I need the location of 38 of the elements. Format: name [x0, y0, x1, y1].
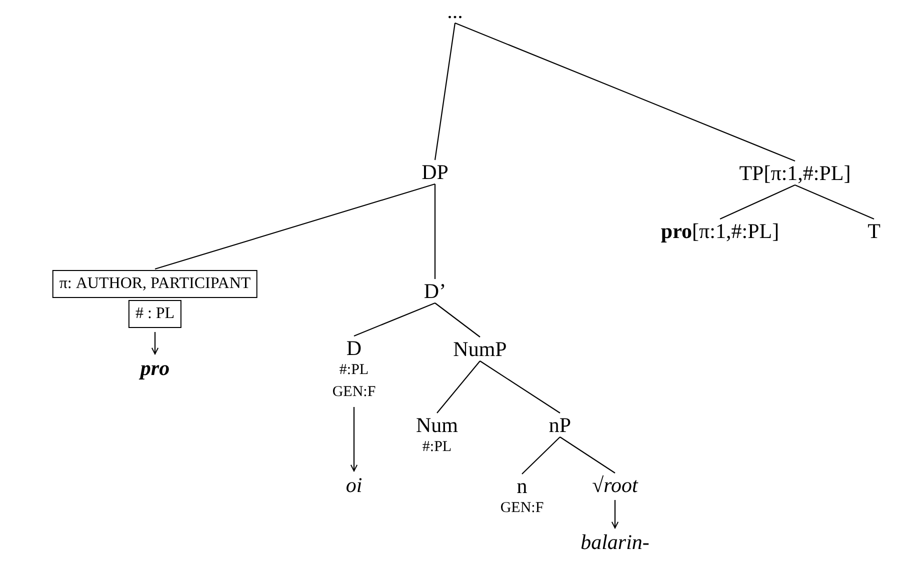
- feature-label: # : PL: [135, 304, 175, 324]
- tree-branch: [794, 184, 874, 220]
- feature-box: [52, 270, 258, 298]
- feature-label: #:PL: [421, 438, 453, 457]
- arrow: [350, 407, 358, 472]
- tree-branch: [720, 184, 796, 220]
- node-label: Num: [416, 414, 458, 436]
- arrow: [611, 500, 619, 528]
- node-label: NumP: [453, 338, 507, 360]
- feature-label: π: AUTHOR, PARTICIPANT: [59, 274, 251, 294]
- node-label: oi: [346, 474, 362, 496]
- node-label: √root: [592, 474, 638, 496]
- tree-branch: [354, 302, 436, 336]
- node-label: DP: [422, 161, 448, 183]
- feature-label: GEN:F: [500, 499, 544, 518]
- node-label: T: [868, 220, 880, 242]
- node-label: TP[π:1,#:PL]: [739, 162, 851, 184]
- tree-branch: [434, 22, 456, 160]
- node-label: D: [345, 337, 363, 359]
- tree-branch: [434, 184, 436, 279]
- node-label: n: [516, 475, 528, 497]
- node-label: balarin-: [580, 531, 650, 553]
- tree-branch: [154, 183, 436, 270]
- tree-branch: [454, 22, 796, 162]
- feature-box: [128, 300, 182, 328]
- tree-branch: [522, 436, 560, 474]
- node-label: D’: [424, 280, 446, 302]
- tree-branch: [560, 436, 616, 474]
- tree-branch: [436, 360, 480, 414]
- tree-branch: [434, 302, 480, 338]
- feature-label: GEN:F: [332, 383, 376, 402]
- arrow: [151, 332, 159, 354]
- node-label: nP: [548, 414, 572, 436]
- feature-label: #:PL: [338, 361, 370, 380]
- node-label: pro[π:1,#:PL]: [660, 220, 780, 242]
- node-label: pro: [140, 357, 170, 379]
- tree-branch: [480, 360, 560, 414]
- node-label: ...: [447, 0, 463, 22]
